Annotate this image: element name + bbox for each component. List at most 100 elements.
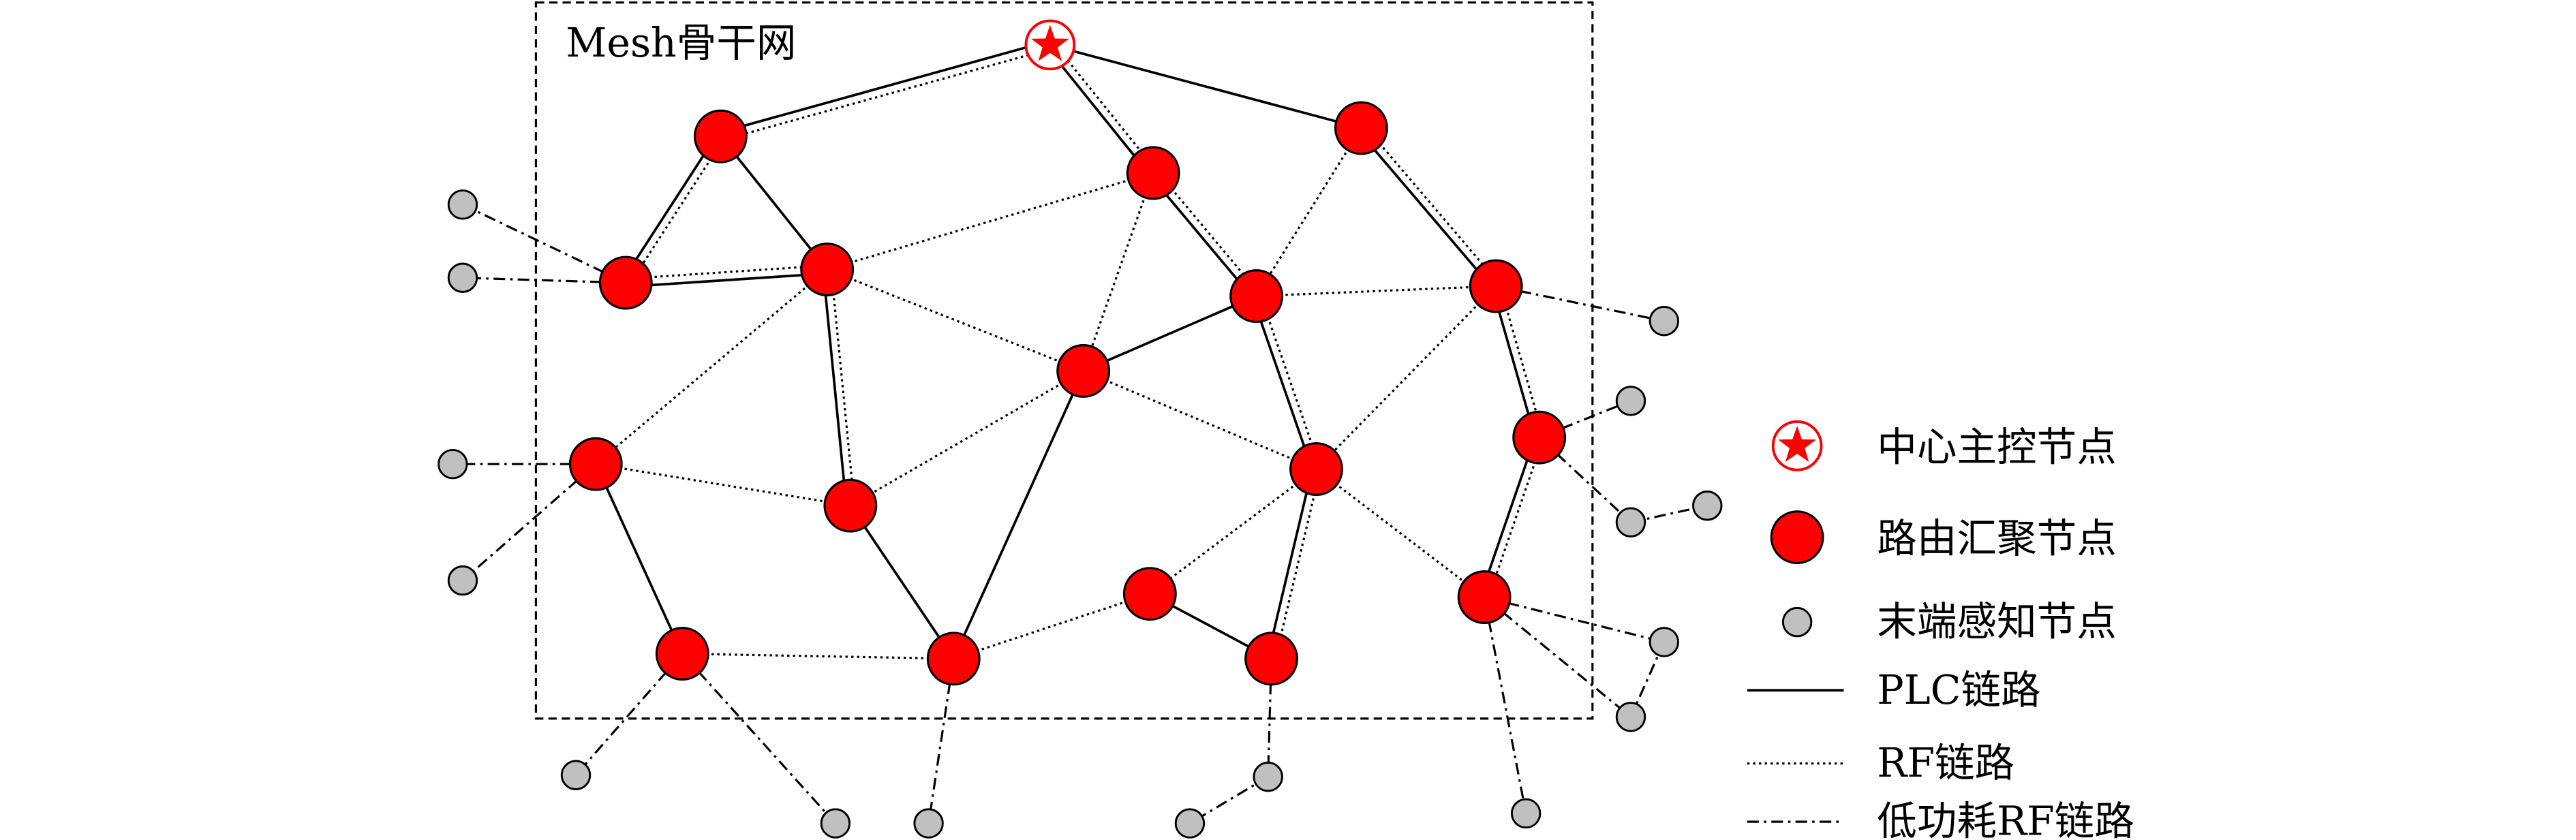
links-layer (453, 40, 1708, 824)
rf-link (1255, 127, 1362, 297)
sensor-node (447, 262, 478, 293)
low-power-rf-link (462, 277, 626, 284)
legend-label: PLC链路 (1877, 667, 2040, 713)
rf-link (953, 593, 1150, 660)
plc-link (594, 463, 684, 655)
low-power-rf-link (681, 653, 837, 824)
legend-hub-symbol (1771, 420, 1823, 471)
sensor-node (1692, 491, 1723, 521)
router-node (1457, 570, 1512, 624)
rf-link (721, 48, 1052, 142)
plc-link (1479, 435, 1537, 597)
rf-link (682, 652, 954, 660)
low-power-rf-link (927, 658, 955, 824)
rf-link (850, 370, 1084, 507)
rf-link (1315, 468, 1486, 598)
sensor-node (820, 808, 851, 839)
plc-link (1149, 174, 1255, 300)
rf-link (1363, 125, 1500, 285)
router-node (926, 632, 981, 686)
sensor-node (447, 189, 478, 220)
rf-link (1315, 285, 1497, 470)
plc-link (1049, 44, 1362, 129)
low-power-rf-link (1267, 658, 1273, 777)
rf-link (827, 268, 1084, 372)
low-power-rf-link (1483, 597, 1527, 814)
router-node (1229, 269, 1284, 324)
low-power-rf-link (1495, 285, 1665, 322)
router-node (568, 437, 623, 491)
legend-label: RF链路 (1877, 740, 2014, 786)
router-node (1289, 442, 1343, 496)
low-power-rf-link (462, 203, 626, 284)
router-node (1126, 146, 1180, 200)
legend-item-router: 路由汇聚节点 (1770, 510, 2117, 565)
plc-link (1082, 294, 1257, 373)
rf-link (1259, 294, 1321, 469)
rf-link (595, 268, 828, 465)
rf-link (1149, 468, 1317, 595)
router-node (1244, 632, 1299, 686)
low-power-rf-link (1189, 775, 1269, 824)
hub-node (1024, 19, 1076, 71)
rf-link (625, 264, 827, 280)
sensor-node (1510, 798, 1542, 829)
mesh-backbone-box (534, 1, 1594, 720)
plc-link (719, 136, 829, 270)
legend-item-hub: 中心主控节点 (1771, 420, 2117, 471)
legend-item-low-power-rf: 低功耗RF链路 (1747, 798, 2134, 840)
rf-link (1083, 370, 1317, 470)
sensor-node (447, 565, 478, 596)
mesh-backbone-label: Mesh骨干网 (566, 20, 796, 66)
plc-link (626, 272, 828, 288)
low-power-rf-link (574, 653, 684, 776)
plc-link (849, 505, 955, 659)
sensor-node (560, 760, 592, 790)
legend-label: 中心主控节点 (1877, 424, 2116, 470)
sensor-node (1174, 808, 1206, 839)
rf-link (1082, 172, 1154, 372)
sensor-node (1649, 306, 1680, 337)
legend-label: 路由汇聚节点 (1877, 516, 2116, 562)
sensor-node (913, 808, 944, 839)
star-icon (1778, 426, 1816, 463)
low-power-rf-link (1629, 641, 1666, 717)
low-power-rf-link (1538, 436, 1632, 523)
plc-link (1251, 296, 1314, 471)
low-power-rf-link (1484, 595, 1665, 643)
plc-link (621, 134, 719, 281)
rf-link (1052, 42, 1158, 172)
plc-link (719, 40, 1049, 134)
legend-label: 末端感知节点 (1877, 599, 2116, 645)
router-node (1056, 344, 1111, 398)
plc-link (822, 269, 848, 506)
router-node (598, 255, 653, 310)
router-node (1122, 567, 1177, 621)
sensor-node (1253, 762, 1283, 792)
legend-item-plc: PLC链路 (1747, 667, 2041, 713)
sensor-node (1615, 702, 1646, 732)
router-node (1334, 101, 1388, 155)
router-node (1512, 410, 1567, 465)
low-power-rf-link (461, 463, 597, 582)
router-node (655, 627, 709, 681)
rf-link (829, 268, 856, 505)
low-power-rf-link (1484, 596, 1631, 718)
rf-link (596, 463, 851, 507)
red-circle-icon (1770, 510, 1824, 565)
plc-link (1045, 46, 1152, 176)
rf-link (1274, 469, 1321, 660)
legend-label: 低功耗RF链路 (1877, 798, 2134, 840)
router-node (823, 478, 878, 533)
red-star-circle-icon (1771, 420, 1823, 471)
legend-item-sensor: 末端感知节点 (1781, 599, 2117, 645)
rf-link (827, 172, 1154, 271)
rf-link (1487, 438, 1544, 599)
router-node (1469, 259, 1523, 313)
router-node (693, 109, 748, 164)
rf-link (1256, 285, 1497, 298)
sensor-node (1615, 507, 1646, 538)
gray-circle-icon (1781, 606, 1813, 638)
low-power-rf-link (1539, 399, 1631, 439)
